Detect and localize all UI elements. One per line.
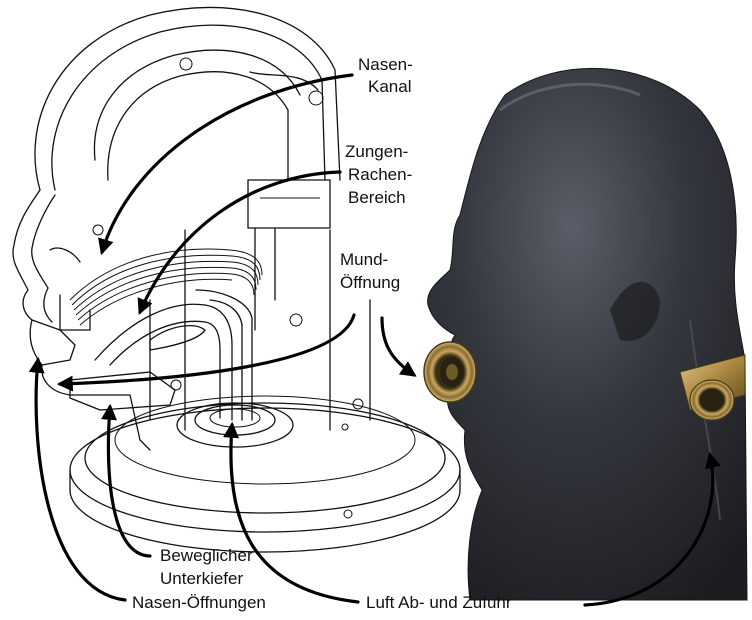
label-nostrils: Nasen-Öffnungen (132, 593, 266, 612)
throat-tube (95, 290, 252, 420)
label-tongue-3: Bereich (348, 188, 406, 207)
label-mouth-2: Öffnung (340, 273, 400, 292)
arrow-tongue-area (140, 172, 340, 312)
label-tongue-1: Zungen- (345, 142, 408, 161)
arrow-nostrils (36, 360, 125, 600)
face-profile (13, 190, 130, 395)
head-silhouette (428, 68, 747, 600)
label-jaw-1: Beweglicher (160, 546, 253, 565)
arrow-mouth-photo (382, 318, 414, 375)
label-nose-channel-1: Nasen- (358, 55, 413, 74)
label-air-supply: Luft Ab- und Zufuhr (366, 593, 512, 612)
label-jaw-2: Unterkiefer (160, 569, 243, 588)
label-tongue-2: Rachen- (348, 165, 412, 184)
label-nose-channel-2: Kanal (368, 77, 411, 96)
mouth-fitting (424, 342, 476, 402)
arrow-jaw (108, 407, 150, 556)
arrow-nasal-channel (102, 75, 352, 252)
label-mouth-1: Mund- (340, 250, 388, 269)
base-plate (70, 396, 460, 552)
skull-shell (35, 7, 340, 326)
rubber-head-photo (424, 68, 747, 600)
arrow-air-left (231, 425, 358, 602)
nasal-channel-layers (60, 249, 262, 330)
